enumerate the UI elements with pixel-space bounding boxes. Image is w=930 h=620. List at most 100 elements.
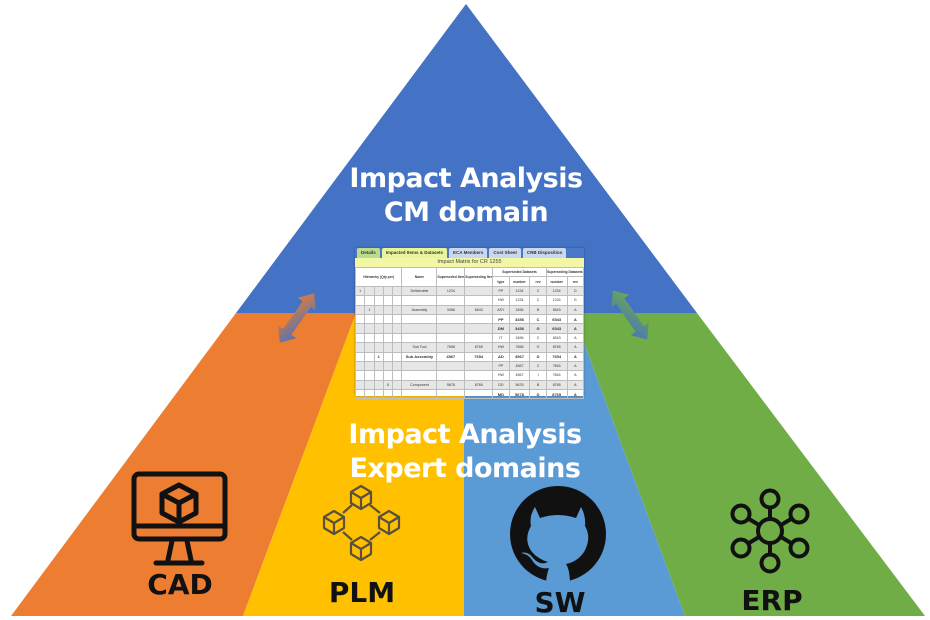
header-hierarchy: Hierarchy (Qty per) [354, 267, 403, 287]
cell-sg-item: 7654 [464, 351, 494, 362]
cell-rev: D [529, 389, 547, 400]
cell-num: 4567 [508, 360, 531, 372]
cell-h1 [354, 360, 366, 372]
cm-heading-line1: Impact Analysis [349, 163, 583, 194]
cell-h3 [373, 342, 384, 353]
header-superseded-item: Superseded Item No [436, 267, 466, 287]
cell-h4 [382, 295, 394, 306]
cell-rev: G [529, 323, 547, 334]
cell-h3 [373, 389, 384, 400]
cell-h1 [354, 370, 366, 381]
cm-erp-double-arrow-icon [611, 290, 649, 340]
cell-sg-item [464, 323, 494, 334]
cm-heading-line2: CM domain [383, 197, 549, 228]
cell-type: PP [492, 313, 510, 325]
cell-sd-item [436, 313, 466, 325]
cell-spacer [392, 313, 403, 325]
cell-spacer [392, 389, 403, 400]
cell-sd-item [436, 332, 466, 344]
cell-num: 3456 [508, 323, 531, 334]
cell-num: 3456 [508, 313, 531, 325]
cell-spacer [392, 304, 403, 315]
cell-name: Component [401, 379, 438, 391]
cell-rev2: A [566, 379, 585, 391]
tab-eca-members[interactable]: ECA Members [449, 248, 488, 258]
cell-rev2: A [566, 389, 585, 400]
cell-sg-item [464, 332, 494, 344]
cell-rev: G [529, 342, 547, 353]
cell-num: 1234 [508, 295, 531, 306]
matrix-title: Impact Matrix for CR 1255 [355, 258, 584, 267]
impact-matrix-table: Hierarchy (Qty per) Name Superseded Item… [354, 266, 585, 400]
cell-h4 [382, 323, 394, 334]
cell-spacer [392, 332, 403, 344]
cell-sd-item [436, 389, 466, 400]
cell-sd-item: 7658 [436, 342, 466, 353]
cell-rev2: D [566, 285, 585, 297]
cell-h3 [373, 323, 384, 334]
cell-num2: 6543 [545, 332, 568, 344]
tab-impacted-items[interactable]: Impacted Items & Datasets [381, 248, 448, 258]
cell-h2 [364, 285, 375, 297]
cell-sd-item: 4567 [436, 351, 466, 362]
cell-name: Sub Tool [401, 342, 438, 353]
cell-sd-item: 1234 [436, 285, 466, 297]
cell-sg-item [464, 285, 494, 297]
cell-type: IT [492, 332, 510, 344]
header-name: Name [401, 267, 438, 287]
tab-crb-disposition[interactable]: CRB Disposition [522, 248, 567, 258]
cell-h3 [373, 304, 384, 315]
cell-spacer [392, 360, 403, 372]
cell-h1 [354, 389, 366, 400]
cell-rev2: A [566, 351, 585, 362]
cell-rev: D [529, 351, 547, 362]
cell-h4 [382, 285, 394, 297]
cell-name [401, 323, 438, 334]
cell-h4 [382, 351, 394, 362]
cell-spacer [392, 379, 403, 391]
subheader-number-2: number [545, 276, 568, 287]
cell-name [401, 370, 438, 381]
tab-details[interactable]: Details [357, 248, 380, 258]
cell-rev: B [529, 379, 547, 391]
cell-type: ASY [492, 304, 510, 315]
cell-type: DM [492, 323, 510, 334]
cell-rev: I [529, 370, 547, 381]
subheader-rev: rev [529, 276, 547, 287]
cell-rev2: A [566, 313, 585, 325]
hub-network-icon [730, 488, 810, 574]
erp-label: ERP [741, 584, 803, 617]
cell-rev2: A [566, 342, 585, 353]
cell-num: 7658 [508, 342, 531, 353]
cell-sg-item [464, 295, 494, 306]
erp-section [573, 313, 925, 616]
cell-num2: 6543 [545, 313, 568, 325]
subheader-type: type [492, 276, 510, 287]
cell-num2: 1234 [545, 285, 568, 297]
cell-h2 [364, 389, 375, 400]
cell-sg-item: 8765 [464, 342, 494, 353]
cell-name: Deliverable [401, 285, 438, 297]
cad-label: CAD [147, 568, 213, 601]
cell-rev2: G [566, 295, 585, 306]
cell-spacer [392, 323, 403, 334]
cell-h2: 1 [364, 304, 375, 315]
cell-type: PP [492, 285, 510, 297]
cell-num: 4567 [508, 370, 531, 381]
cell-type: HW [492, 295, 510, 306]
subheader-number: number [508, 276, 531, 287]
cell-sg-item [464, 389, 494, 400]
cell-h2 [364, 332, 375, 344]
cell-h1: 1 [354, 285, 366, 297]
cell-type: AD [492, 351, 510, 362]
cell-h4 [382, 342, 394, 353]
cell-rev: C [529, 295, 547, 306]
cell-spacer [392, 351, 403, 362]
cm-domain-section [236, 4, 697, 313]
cell-type: DD [492, 379, 510, 391]
cell-h1 [354, 342, 366, 353]
cell-sg-item [464, 370, 494, 381]
tab-cost-sheet[interactable]: Cost Sheet [489, 248, 521, 258]
